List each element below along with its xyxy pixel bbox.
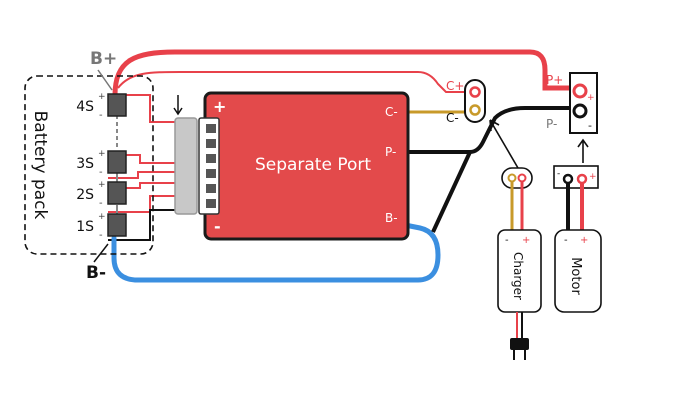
c-minus-label: C- <box>446 111 459 125</box>
board-minus-label: - <box>214 217 221 236</box>
p-minus-label: P- <box>546 117 557 131</box>
cell-1s-plus: + <box>98 212 106 222</box>
p-plus-connector-label: + <box>587 93 595 103</box>
p-plus-terminal <box>572 83 588 99</box>
switch-line <box>431 151 472 233</box>
b-plus-label: B+ <box>90 49 117 69</box>
b-minus-blue-wire <box>111 222 441 283</box>
cell-2s-label: 2S <box>76 187 94 203</box>
cell-1s-negative-lead <box>108 209 175 241</box>
cell-4s-minus: - <box>99 110 103 121</box>
b-minus-label: B- <box>86 263 106 283</box>
board-b-minus-label: B- <box>385 211 398 225</box>
motor-plug-arrow <box>577 138 589 163</box>
c-plus-thin-wire <box>117 71 470 93</box>
cell-4s-plus: + <box>98 92 106 102</box>
charger-plug-pin-left <box>507 173 517 183</box>
cell-1s: 1S + - <box>76 212 127 241</box>
motor-plus-label: + <box>580 235 588 246</box>
b-minus-pointer <box>93 243 109 263</box>
charger-minus-label: - <box>505 235 509 246</box>
board-p-minus-label: P- <box>385 145 396 159</box>
cell-3s-label: 3S <box>76 156 94 172</box>
cell-3s-minus: - <box>99 167 103 178</box>
cell-3s-plus: + <box>98 149 106 159</box>
cell-4s-label: 4S <box>76 99 94 115</box>
cell-1s-minus: - <box>99 230 103 241</box>
motor-plug-minus: - <box>557 169 560 179</box>
cell-3s: 3S + - <box>76 149 127 178</box>
b-plus-red-wire <box>112 49 578 98</box>
motor-minus-label: - <box>564 235 568 246</box>
balance-connector-arrow <box>173 95 183 116</box>
motor-label: Motor <box>568 257 583 295</box>
charger-plug <box>501 167 533 189</box>
board-c-minus-label: C- <box>385 105 398 119</box>
motor-plug-plus: + <box>589 172 597 182</box>
p-minus-black-wire <box>408 106 575 154</box>
c-minus-terminal <box>469 104 481 116</box>
cell-4s: 4S + - <box>76 92 127 121</box>
charger-label: Charger <box>511 252 525 300</box>
p-plus-label: P+ <box>546 73 563 87</box>
battery-pack-label: Battery pack <box>30 111 50 220</box>
c-plus-terminal <box>469 86 481 98</box>
motor-body <box>554 229 602 313</box>
charger-plug-pin-right <box>517 173 527 183</box>
p-minus-terminal <box>572 103 588 119</box>
b-plus-pointer <box>97 69 113 91</box>
cell-2s: 2S + - <box>76 180 127 209</box>
motor-plug-pin-left <box>562 173 574 185</box>
charger-plug-arrow <box>489 119 519 169</box>
discharge-port-connector <box>569 72 598 134</box>
cell-2s-minus: - <box>99 198 103 209</box>
cell-1s-label: 1S <box>76 219 94 235</box>
c-plus-label: C+ <box>446 79 464 93</box>
motor-plug-pin-right <box>576 173 588 185</box>
socket-pins <box>206 124 216 208</box>
charger-body <box>497 229 542 313</box>
p-minus-connector-label: - <box>588 119 592 132</box>
board-title: Separate Port <box>255 155 371 175</box>
board-plus-label: + <box>213 97 226 116</box>
balance-connector <box>174 117 198 215</box>
charger-mains-plug <box>510 338 529 360</box>
charger-plus-label: + <box>522 235 530 246</box>
cell-2s-plus: + <box>98 180 106 190</box>
battery-pack-outline <box>24 75 154 255</box>
